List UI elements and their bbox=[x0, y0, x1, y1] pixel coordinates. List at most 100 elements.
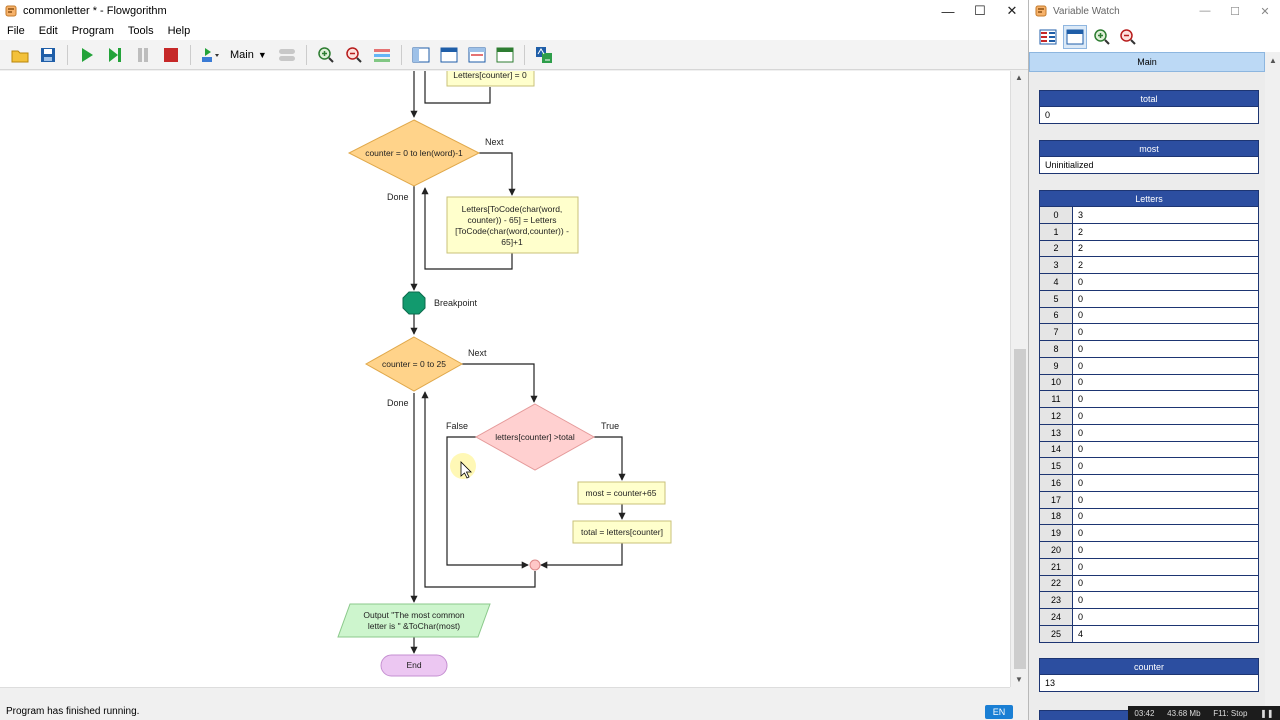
menu-file[interactable]: File bbox=[7, 25, 25, 37]
watch-maximize-button[interactable]: ☐ bbox=[1230, 5, 1240, 18]
flowchart-canvas[interactable]: Letters[counter] = 0 counter = 0 to len(… bbox=[0, 71, 1010, 687]
assign-letters-increment[interactable]: Letters[ToCode(char(word, counter)) - 65… bbox=[446, 196, 579, 254]
watch-zoom-out-button[interactable] bbox=[1117, 26, 1139, 48]
step-into-button[interactable] bbox=[199, 44, 221, 66]
canvas-horizontal-scrollbar[interactable] bbox=[0, 687, 1010, 701]
layout-button[interactable] bbox=[371, 44, 393, 66]
run-button[interactable] bbox=[76, 44, 98, 66]
scroll-down-icon[interactable]: ▼ bbox=[1015, 675, 1023, 684]
pause-button[interactable] bbox=[132, 44, 154, 66]
toolbar: Main ▼ bbox=[0, 40, 1028, 70]
view-layout-1-button[interactable] bbox=[410, 44, 432, 66]
zoom-out-icon bbox=[346, 46, 362, 63]
open-button[interactable] bbox=[9, 44, 31, 66]
if-condition[interactable]: letters[counter] >total bbox=[474, 403, 596, 471]
letters-value: 0 bbox=[1073, 374, 1258, 391]
loop1-next-label: Next bbox=[485, 137, 504, 147]
for-loop-2[interactable]: counter = 0 to 25 bbox=[364, 336, 464, 392]
menu-program[interactable]: Program bbox=[71, 25, 114, 37]
watch-window-view-button[interactable] bbox=[1063, 25, 1087, 49]
letters-value: 2 bbox=[1073, 257, 1258, 273]
canvas-vertical-scrollbar[interactable]: ▲ ▼ bbox=[1010, 71, 1028, 687]
view-layout-4-button[interactable] bbox=[494, 44, 516, 66]
watch-vertical-scrollbar[interactable]: ▲ bbox=[1265, 52, 1280, 720]
watch-close-button[interactable]: ✕ bbox=[1260, 5, 1270, 18]
letters-value: 0 bbox=[1073, 525, 1258, 541]
letters-index: 16 bbox=[1040, 475, 1073, 491]
language-badge[interactable]: EN bbox=[985, 705, 1013, 719]
status-message: Program has finished running. bbox=[6, 706, 140, 717]
letters-value: 2 bbox=[1073, 223, 1258, 240]
var-most-value: Uninitialized bbox=[1039, 157, 1259, 174]
step-into-icon bbox=[202, 47, 219, 62]
toolbar-separator bbox=[523, 44, 525, 65]
scroll-up-icon[interactable]: ▲ bbox=[1269, 56, 1277, 65]
letters-index: 7 bbox=[1040, 324, 1073, 340]
var-most-name: most bbox=[1039, 140, 1259, 157]
loop2-next-label: Next bbox=[468, 348, 487, 358]
svg-text:[ToCode(char(word,counter)) -: [ToCode(char(word,counter)) - bbox=[455, 226, 569, 236]
output-most-common[interactable]: Output "The most common letter is " &ToC… bbox=[337, 603, 491, 638]
watch-list-view-button[interactable] bbox=[1037, 26, 1059, 48]
flowgorithm-logo-icon bbox=[5, 5, 17, 17]
letters-value: 2 bbox=[1073, 240, 1258, 257]
breakpoint-marker[interactable] bbox=[402, 291, 426, 315]
view-layout-2-button[interactable] bbox=[438, 44, 460, 66]
list-view-icon bbox=[1039, 29, 1057, 45]
zoom-out-button[interactable] bbox=[343, 44, 365, 66]
flowchart-diagram: Letters[counter] = 0 counter = 0 to len(… bbox=[337, 71, 672, 677]
letters-index: 20 bbox=[1040, 542, 1073, 558]
if-true-label: True bbox=[601, 421, 619, 431]
svg-text:letter is " &ToChar(most): letter is " &ToChar(most) bbox=[368, 621, 460, 631]
translate-button[interactable] bbox=[533, 44, 555, 66]
window-layout-icon bbox=[468, 47, 486, 62]
function-select[interactable]: Main bbox=[230, 48, 254, 61]
stop-button[interactable] bbox=[160, 44, 182, 66]
letters-index: 4 bbox=[1040, 274, 1073, 290]
letters-value: 0 bbox=[1073, 307, 1258, 324]
zoom-in-icon bbox=[1094, 29, 1110, 45]
letters-value: 0 bbox=[1073, 609, 1258, 625]
letters-index: 3 bbox=[1040, 257, 1073, 273]
letters-index: 0 bbox=[1040, 207, 1073, 223]
maximize-button[interactable]: ☐ bbox=[974, 3, 986, 18]
letters-index: 18 bbox=[1040, 508, 1073, 525]
minimize-button[interactable]: — bbox=[941, 3, 955, 19]
assign-total[interactable]: total = letters[counter] bbox=[572, 520, 672, 544]
toggle-icon bbox=[278, 48, 295, 61]
watch-zoom-in-button[interactable] bbox=[1091, 26, 1113, 48]
for-loop-1[interactable]: counter = 0 to len(word)-1 bbox=[347, 119, 481, 187]
toggle-button[interactable] bbox=[276, 44, 298, 66]
svg-text:counter = 0 to 25: counter = 0 to 25 bbox=[382, 359, 446, 369]
menu-help[interactable]: Help bbox=[167, 25, 191, 37]
watch-minimize-button[interactable]: — bbox=[1199, 5, 1211, 17]
chevron-down-icon[interactable]: ▼ bbox=[257, 49, 267, 60]
letters-index: 8 bbox=[1040, 341, 1073, 357]
scrollbar-thumb[interactable] bbox=[1014, 349, 1026, 669]
menu-edit[interactable]: Edit bbox=[38, 25, 58, 37]
loop2-done-label: Done bbox=[387, 398, 409, 408]
step-forward-icon bbox=[109, 47, 121, 62]
letters-value: 4 bbox=[1073, 625, 1258, 642]
watch-function-tab[interactable]: Main bbox=[1029, 52, 1265, 72]
close-button[interactable]: ✕ bbox=[1006, 3, 1018, 18]
letters-index: 19 bbox=[1040, 525, 1073, 541]
assign-letters-zero[interactable]: Letters[counter] = 0 bbox=[446, 71, 535, 87]
zoom-in-button[interactable] bbox=[315, 44, 337, 66]
end-terminal[interactable]: End bbox=[380, 654, 448, 677]
assign-most[interactable]: most = counter+65 bbox=[577, 481, 666, 505]
var-total: total 0 bbox=[1039, 90, 1259, 124]
step-button[interactable] bbox=[104, 44, 126, 66]
view-layout-3-button[interactable] bbox=[466, 44, 488, 66]
menu-tools[interactable]: Tools bbox=[127, 25, 154, 37]
scroll-up-icon[interactable]: ▲ bbox=[1015, 73, 1023, 82]
toolbar-separator bbox=[190, 44, 191, 65]
var-counter-name: counter bbox=[1039, 658, 1259, 675]
save-button[interactable] bbox=[37, 44, 59, 66]
